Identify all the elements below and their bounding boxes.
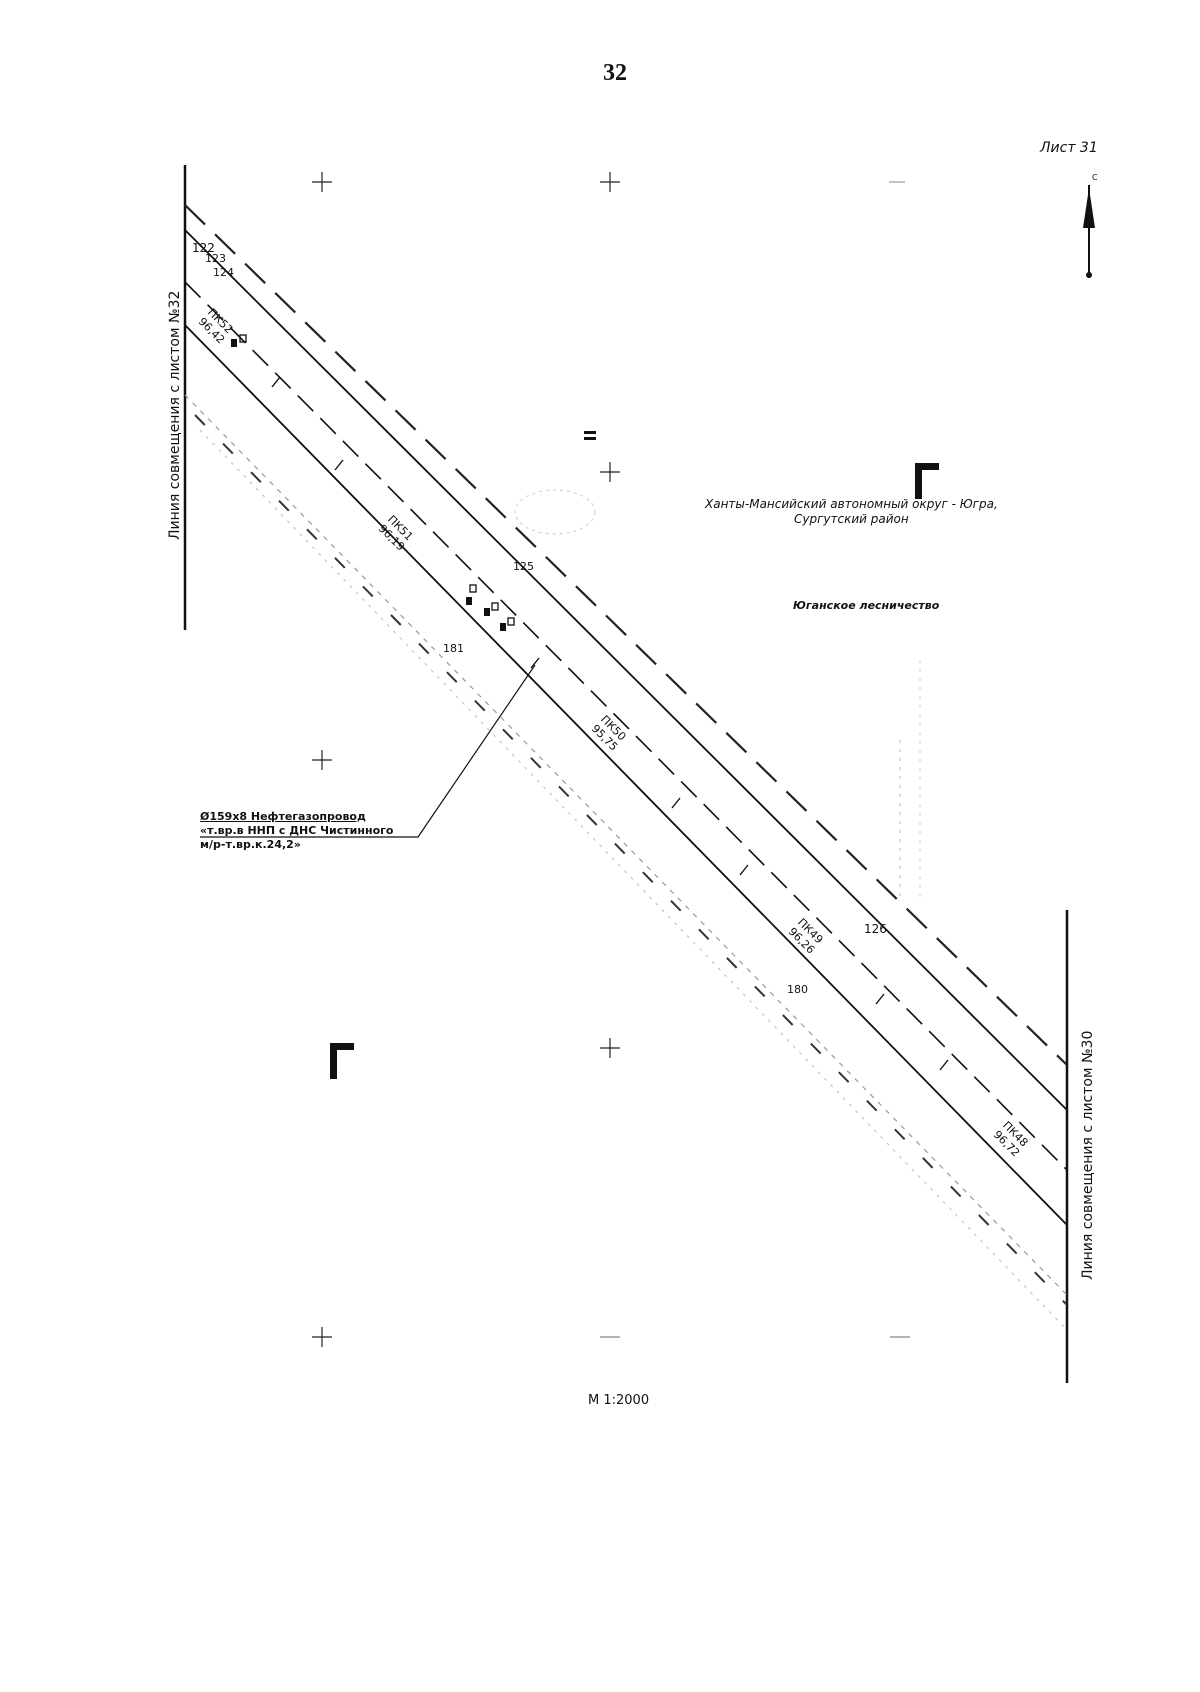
picket-pk52: ПК52 96,42 xyxy=(196,306,236,347)
region-line-2: Сургутский район xyxy=(794,512,909,526)
north-arrow-label: C xyxy=(1092,173,1098,182)
scale-label: М 1:2000 xyxy=(588,1393,650,1408)
sheet-label: Лист 31 xyxy=(1040,140,1098,156)
mark-123: 123 xyxy=(205,252,226,265)
match-line-left-label: Линия совмещения с листом №32 xyxy=(167,291,183,540)
boundary-marker-right xyxy=(915,463,939,499)
mark-125: 125 xyxy=(513,560,534,573)
north-arrow-icon: C xyxy=(1083,173,1098,278)
corridor-boundary-upper xyxy=(184,229,1068,1111)
swamp-outline xyxy=(514,489,596,535)
mark-124: 124 xyxy=(213,266,234,279)
dashed-lower-road xyxy=(194,414,1068,1306)
grid-crosses xyxy=(312,172,910,1347)
pipeline-callout: Ø159х8 Нефтегазопровод «т.вр.в ННП с ДНС… xyxy=(200,810,393,852)
picket-pk50: ПК50 95,75 xyxy=(589,713,629,754)
axis-ticks xyxy=(271,376,949,1071)
page-number: 32 xyxy=(603,60,627,86)
callout-leader xyxy=(200,664,536,838)
match-line-right-label: Линия совмещения с листом №30 xyxy=(1080,1031,1096,1280)
forestry-label: Юганское лесничество xyxy=(793,599,940,612)
corridor-boundary-lower xyxy=(184,324,1068,1226)
region-label: Ханты-Мансийский автономный округ - Югра… xyxy=(705,497,998,527)
faint-line-2 xyxy=(199,429,1068,1331)
building-icon xyxy=(584,431,596,440)
faint-line-1 xyxy=(184,394,1068,1296)
pipeline-callout-line-3: м/р-т.вр.к.24,2» xyxy=(200,838,301,851)
mark-126: 126 xyxy=(864,922,887,936)
outer-dashed-upper xyxy=(184,204,1068,1066)
mark-180: 180 xyxy=(787,983,808,996)
pipeline-callout-line-1: Ø159х8 Нефтегазопровод xyxy=(200,810,366,823)
boundary-marker-left xyxy=(330,1043,354,1079)
region-line-1: Ханты-Мансийский автономный округ - Югра… xyxy=(705,497,998,511)
mark-122: 122 xyxy=(192,241,215,255)
pipeline-axis xyxy=(184,281,1068,1171)
stake-markers xyxy=(231,334,515,631)
picket-pk51: ПК51 96,19 xyxy=(376,513,416,554)
pipeline-callout-line-2: «т.вр.в ННП с ДНС Чистинного xyxy=(200,824,394,837)
mark-181: 181 xyxy=(443,642,464,655)
